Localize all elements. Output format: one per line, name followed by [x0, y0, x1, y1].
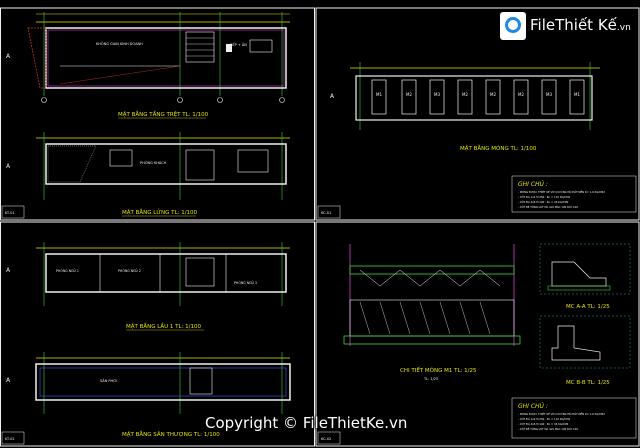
sheet-title-tang-tret: MẶT BẰNG TẦNG TRỆT TL: 1/100: [118, 110, 209, 118]
footing-mark: M2: [462, 92, 468, 97]
notes-box-bottom: GHI CHÚ : - MÓNG ĐƯỢC THIẾT KẾ VỚI CƯỜNG…: [511, 397, 637, 439]
copyright-watermark: Copyright © FileThietKe.vn: [205, 414, 408, 432]
detail-mong-m1: CHI TIẾT MÓNG M1 TL: 1/25 TL: 1/25: [343, 244, 521, 381]
svg-text:A: A: [330, 93, 335, 100]
footing-marks: M1 M2 M3 M2 M2 M2 M3 M1: [376, 92, 580, 97]
section-title-a-a: MC A-A TL: 1/25: [566, 304, 610, 310]
note-line: - MÓNG ĐƯỢC THIẾT KẾ VỚI CƯỜNG ĐỘ ĐẤT NỀ…: [518, 188, 605, 194]
section-b-b: MC B-B TL: 1/25: [539, 315, 631, 386]
logo-text: FileThiết Kế.vn: [530, 16, 631, 34]
notes-title: GHI CHÚ :: [518, 181, 548, 188]
stamp-label: KT-01: [5, 211, 15, 215]
notes-box-top: GHI CHÚ : - MÓNG ĐƯỢC THIẾT KẾ VỚI CƯỜNG…: [511, 175, 637, 213]
svg-text:A: A: [6, 377, 11, 384]
svg-text:A: A: [6, 267, 11, 274]
detail-title-mong-m1: CHI TIẾT MÓNG M1 TL: 1/25: [400, 366, 477, 374]
footing-mark: M1: [376, 92, 382, 97]
plan-tang-tret: KHÔNG GIAN KINH DOANH BẾP + ĂN MẶT BẰNG …: [6, 12, 290, 119]
note-line: - CỐT BÊ TÔNG LÓT ĐÁ 4x6 MÁC 100 DÀY 100: [518, 426, 578, 431]
logo-icon: [500, 12, 526, 40]
plan-mong: M1 M2 M3 M2 M2 M2 M3 M1 MẶT BẰNG MÓNG TL: 1/100…: [330, 62, 600, 152]
notes-title: GHI CHÚ :: [518, 403, 548, 410]
stamp-label: KC-01: [321, 211, 331, 215]
footing-mark: M2: [518, 92, 524, 97]
plan-lung: PHÒNG KHÁCH MẶT BẰNG LỬNG TL: 1/100 A: [6, 132, 290, 217]
room-label-bep-an: BẾP + ĂN: [230, 41, 247, 47]
note-line: - CỐT BÊ TÔNG LÓT ĐÁ 4x6 MÁC 100 DÀY 100: [518, 204, 578, 209]
plan-lau-1: PHÒNG NGỦ 1 PHÒNG NGỦ 2 PHÒNG NGỦ 3 MẶT …: [6, 242, 290, 331]
note-line: - CỐT ĐÁ 4x6 M 100 : Rn = 45 KG/CM2: [518, 199, 569, 204]
sheet-frame-top-right: [315, 7, 640, 221]
svg-text:A: A: [6, 163, 11, 170]
detail-scale: TL: 1/25: [423, 377, 438, 381]
watermark-logo: FileThiết Kế.vn: [500, 10, 631, 46]
footing-mark: M3: [546, 92, 552, 97]
room-label-phong-ngu-2: PHÒNG NGỦ 2: [118, 268, 141, 273]
room-label-kinh-doanh: KHÔNG GIAN KINH DOANH: [96, 41, 143, 46]
sheet-frame-top-left: [0, 7, 315, 221]
sheet-frame-bottom-left: [0, 221, 315, 447]
note-line: - CỐT ĐÁ 4x6 M 100 : Rn = 45 KG/CM2: [518, 421, 569, 426]
section-title-b-b: MC B-B TL: 1/25: [566, 380, 610, 386]
footing-mark: M3: [434, 92, 440, 97]
footing-mark: M2: [406, 92, 412, 97]
plan-san-thuong: SÂN PHƠI MẶT BẰNG SÂN THƯỢNG TL: 1/100 A: [6, 352, 291, 438]
sheet-frames: [0, 7, 640, 447]
section-a-a: MC A-A TL: 1/25: [539, 243, 631, 310]
footing-mark: M1: [574, 92, 580, 97]
note-line: - CỐT ĐÁ 1x2 M 250 : Rn = 110 KG/CM2: [518, 416, 570, 421]
room-label-phong-ngu-1: PHÒNG NGỦ 1: [56, 268, 79, 273]
sheet-title-mong: MẶT BẰNG MÓNG TL: 1/100: [460, 144, 537, 152]
footing-mark: M2: [490, 92, 496, 97]
sheet-title-san-thuong: MẶT BẰNG SÂN THƯỢNG TL: 1/100: [122, 430, 220, 438]
stamp-label: KC-02: [321, 437, 331, 441]
sheet-frame-bottom-right: [315, 221, 640, 447]
sheet-title-lau-1: MẶT BẰNG LẦU 1 TL: 1/100: [126, 322, 202, 330]
room-label-phong-ngu-3: PHÒNG NGỦ 3: [234, 280, 257, 285]
svg-text:A: A: [6, 53, 11, 60]
sheet-title-lung: MẶT BẰNG LỬNG TL: 1/100: [122, 208, 198, 216]
note-line: - CỐT ĐÁ 1x2 M 250 : Rn = 110 KG/CM2: [518, 194, 570, 199]
sheet-stamps: KT-01 KC-01 KT-02 KC-02: [1, 205, 341, 445]
stamp-label: KT-02: [5, 437, 15, 441]
room-label-phong-khach: PHÒNG KHÁCH: [140, 160, 167, 165]
room-label-san-phoi: SÂN PHƠI: [100, 378, 117, 383]
note-line: - MÓNG ĐƯỢC THIẾT KẾ VỚI CƯỜNG ĐỘ ĐẤT NỀ…: [518, 410, 605, 416]
